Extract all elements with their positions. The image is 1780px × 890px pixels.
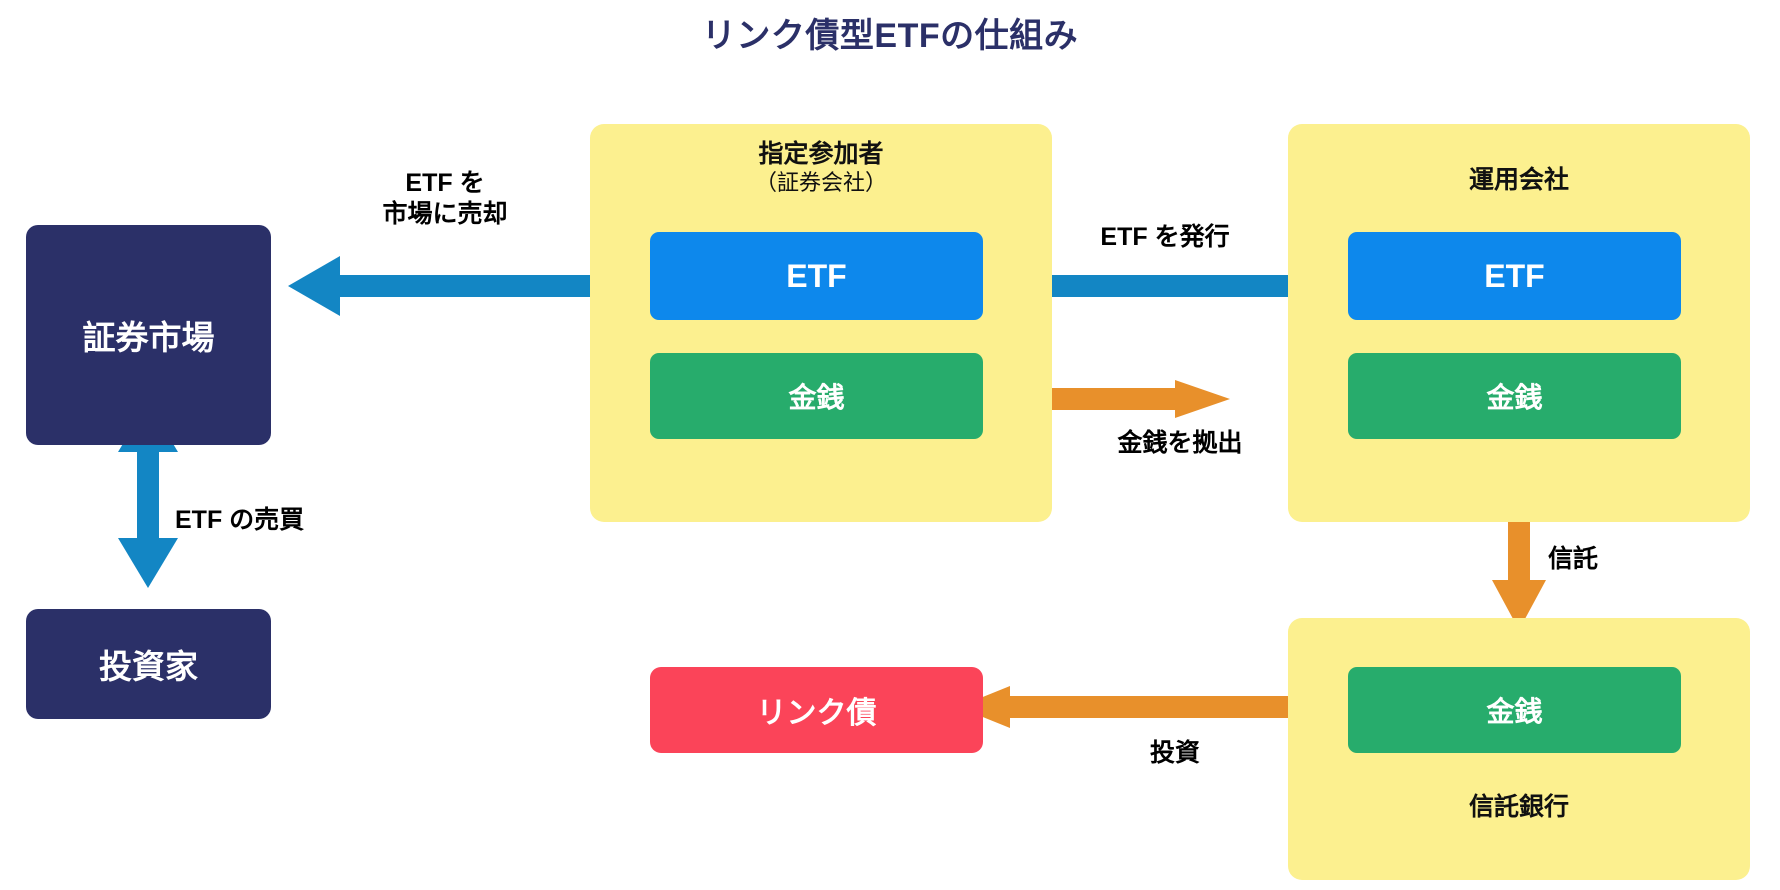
- group-designated-participant-title: 指定参加者 （証券会社）: [590, 140, 1052, 195]
- group-designated-participant-subname: （証券会社）: [754, 169, 887, 195]
- node-tb-cash[interactable]: 金銭: [1348, 667, 1681, 753]
- node-tb-cash-label: 金銭: [1486, 696, 1543, 727]
- node-mc-etf-label: ETF: [1484, 257, 1545, 294]
- group-management-company-title: 運用会社: [1288, 166, 1750, 196]
- group-trust-bank-name: 信託銀行: [1468, 793, 1569, 821]
- group-designated-participant: [590, 124, 1052, 522]
- group-trust-bank-title: 信託銀行: [1288, 793, 1750, 823]
- node-linked-bond[interactable]: リンク債: [650, 667, 983, 753]
- edge-label-sell-etf-to-market: ETF を 市場に売却: [382, 169, 508, 229]
- node-ap-cash-label: 金銭: [788, 382, 845, 413]
- node-mc-etf[interactable]: ETF: [1348, 232, 1681, 320]
- edge-label-trust: 信託: [1548, 545, 1599, 573]
- edge-label-invest: 投資: [1149, 739, 1200, 767]
- node-securities-market[interactable]: 証券市場: [26, 225, 271, 445]
- node-mc-cash-label: 金銭: [1486, 382, 1543, 413]
- node-investor-label: 投資家: [99, 648, 198, 685]
- edge-label-issue-etf: ETF を発行: [1100, 223, 1230, 251]
- node-ap-cash[interactable]: 金銭: [650, 353, 983, 439]
- node-investor[interactable]: 投資家: [26, 609, 271, 719]
- node-ap-etf[interactable]: ETF: [650, 232, 983, 320]
- edge-label-contribute-cash: 金銭を拠出: [1117, 429, 1243, 457]
- node-linked-bond-label: リンク債: [756, 697, 877, 730]
- node-mc-cash[interactable]: 金銭: [1348, 353, 1681, 439]
- group-management-company-name: 運用会社: [1468, 166, 1569, 194]
- edge-label-etf-trading: ETF の売買: [175, 506, 305, 534]
- group-designated-participant-name: 指定参加者: [758, 140, 884, 168]
- page-title: リンク債型ETFの仕組み: [701, 17, 1079, 55]
- arrow-invest: [958, 686, 1330, 728]
- group-management-company: [1288, 124, 1750, 522]
- node-securities-market-label: 証券市場: [82, 319, 215, 356]
- node-ap-etf-label: ETF: [786, 257, 847, 294]
